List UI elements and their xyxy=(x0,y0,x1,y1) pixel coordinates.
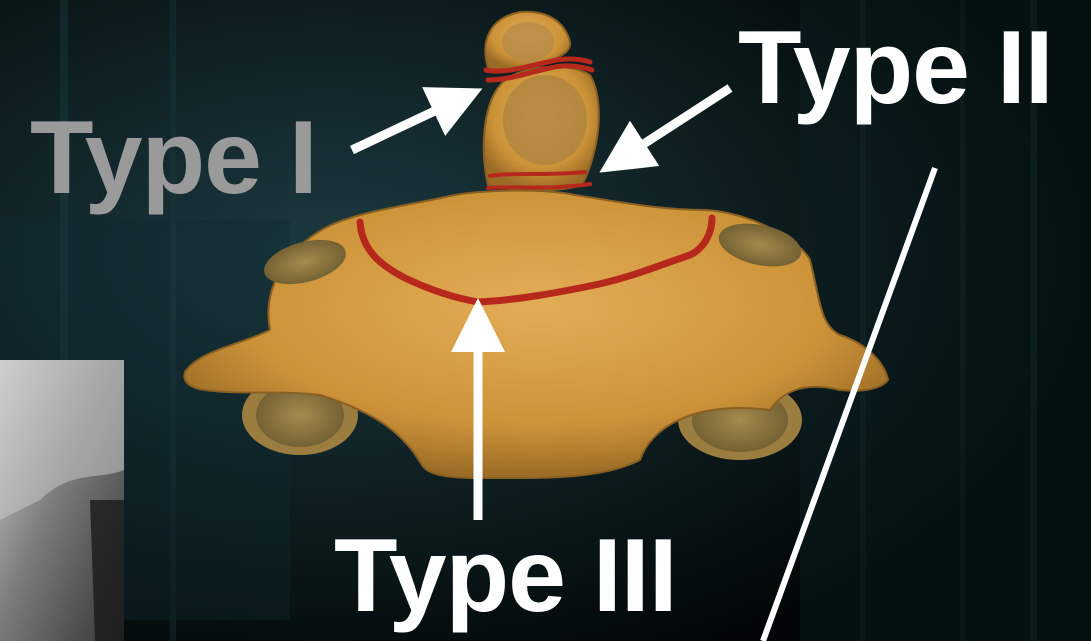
xray-inset xyxy=(0,360,124,641)
dens-tip-facet xyxy=(502,22,554,62)
label-type-3: Type III xyxy=(334,524,677,628)
label-type-2: Type II xyxy=(738,16,1053,120)
dens-facet xyxy=(503,75,587,165)
label-type-1: Type I xyxy=(30,106,317,210)
